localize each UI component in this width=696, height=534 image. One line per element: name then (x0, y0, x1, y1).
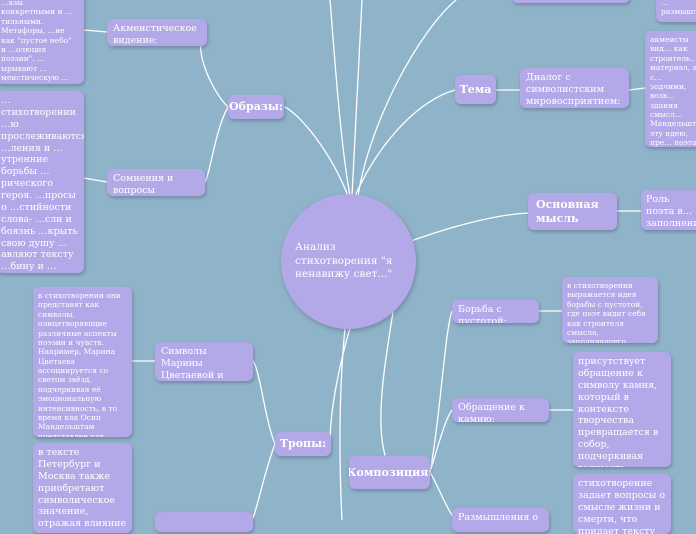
topic-goroda[interactable] (155, 512, 253, 532)
detail-dialog-text: акмеисты вид… как строитель… материал, а… (650, 35, 696, 147)
topic-dialog-label: Диалог с символистским мировосприятием: (526, 72, 621, 107)
detail-osnovnaya[interactable]: Роль поэта в… заполнении п… преодолении… (641, 190, 696, 230)
detail-goroda[interactable]: в тексте Петербург и Москва также приобр… (33, 443, 132, 533)
branch-tropy-label: Тропы: (279, 437, 327, 451)
detail-razmyshleniya-text: стихотворение задает вопросы о смысле жи… (578, 478, 666, 534)
detail-borba-text: в стихотворении выражается идея борьбы с… (567, 281, 646, 343)
topic-simvoly-label: Символы Марины Цветаевой и Мандельштама: (161, 346, 224, 381)
branch-osnovnaya-label: Основная мысль (536, 197, 599, 225)
branch-tropy[interactable]: Тропы: (275, 432, 331, 456)
branch-obrazy-label: Образы: (229, 100, 283, 114)
topic-simvoly[interactable]: Символы Марины Цветаевой и Мандельштама: (155, 342, 253, 381)
detail-top-partial[interactable]: …размышл… …универсал… (656, 0, 696, 22)
detail-borba[interactable]: в стихотворении выражается идея борьбы с… (562, 277, 658, 343)
detail-somneniya-text: …стихотворении …ю прослеживаются …ления … (1, 95, 84, 273)
detail-osnovnaya-text: Роль поэта в… заполнении п… преодолении… (646, 194, 696, 230)
branch-tema[interactable]: Тема (455, 75, 496, 104)
branch-osnovnaya[interactable]: Основная мысль (528, 193, 617, 230)
central-topic-label: Анализ стихотворения "я ненавижу свет...… (295, 241, 393, 281)
detail-akmeist-text: …азы конкретными и …тильными. Метафоры, … (1, 0, 73, 84)
topic-akmeist[interactable]: Акмеистическое видение: (107, 19, 207, 46)
topic-borba-label: Борьба с пустотой: (458, 304, 507, 323)
detail-akmeist[interactable]: …азы конкретными и …тильными. Метафоры, … (0, 0, 84, 84)
topic-akmeist-label: Акмеистическое видение: (113, 23, 197, 46)
topic-top-partial[interactable] (512, 0, 630, 3)
detail-obrashchenie-text: присутствует обращение к символу камня, … (578, 356, 659, 467)
central-topic[interactable]: Анализ стихотворения "я ненавижу свет...… (281, 194, 416, 329)
detail-goroda-text: в тексте Петербург и Москва также приобр… (38, 447, 127, 533)
detail-dialog[interactable]: акмеисты вид… как строитель… материал, а… (645, 31, 696, 147)
detail-obrashchenie[interactable]: присутствует обращение к символу камня, … (573, 352, 671, 467)
topic-obrashchenie-label: Обращение к камню: (458, 402, 525, 422)
branch-kompoziciya-label: Композиция: (349, 465, 430, 479)
topic-somneniya[interactable]: Сомнения и вопросы лирического героя: (107, 169, 205, 196)
topic-dialog[interactable]: Диалог с символистским мировосприятием: (520, 68, 629, 108)
branch-obrazy[interactable]: Образы: (228, 95, 284, 119)
branch-kompoziciya[interactable]: Композиция: (349, 456, 430, 489)
topic-obrashchenie[interactable]: Обращение к камню: (452, 398, 549, 422)
topic-razmyshleniya[interactable]: Размышления о (452, 508, 549, 532)
topic-borba[interactable]: Борьба с пустотой: (452, 300, 539, 323)
detail-simvoly-text: в стихотворении они представят как симво… (38, 291, 121, 437)
topic-razmyshleniya-label: Размышления о (458, 512, 539, 523)
detail-razmyshleniya[interactable]: стихотворение задает вопросы о смысле жи… (573, 474, 671, 534)
detail-top-partial-text: …размышл… …универсал… (661, 0, 696, 22)
detail-somneniya[interactable]: …стихотворении …ю прослеживаются …ления … (0, 91, 84, 273)
branch-tema-label: Тема (459, 82, 492, 96)
topic-somneniya-label: Сомнения и вопросы лирического героя: (113, 173, 174, 196)
detail-simvoly[interactable]: в стихотворении они представят как симво… (33, 287, 132, 437)
